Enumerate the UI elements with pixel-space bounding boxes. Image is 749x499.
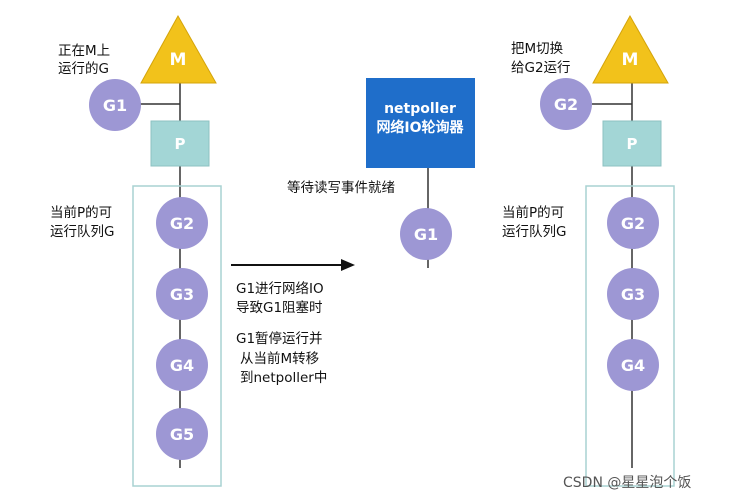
right-queue-g2: [607, 197, 659, 249]
left-running-caption-1: 正在M上: [58, 43, 110, 59]
right-m-label: M: [622, 50, 639, 70]
left-queue-box: [132, 185, 222, 487]
left-queue-g3: [156, 268, 208, 320]
arrow-caption-2-line-3: 到netpoller中: [240, 370, 327, 386]
left-scheduler: M G1 正在M上 运行的G P 当前P的可 运行队列G G2 G3 G4 G5: [50, 14, 222, 487]
left-p-box: [150, 120, 210, 167]
left-running-g1-label: G1: [103, 96, 127, 115]
left-queue-g3-label: G3: [170, 285, 194, 304]
right-queue-g4: [607, 339, 659, 391]
left-m-label: M: [170, 50, 187, 70]
arrow-caption-2-line-2: 从当前M转移: [240, 350, 319, 367]
netpoller-waiting-g1: [400, 208, 452, 260]
right-switch-caption-1: 把M切换: [511, 41, 564, 57]
netpoller-wait-caption: 等待读写事件就绪: [287, 179, 395, 196]
arrow-caption-1-line-1: G1进行网络IO: [236, 281, 324, 297]
netpoller-box: [366, 78, 475, 168]
left-queue-g4: [156, 339, 208, 391]
right-scheduler: M 把M切换 给G2运行 G2 P 当前P的可 运行队列G G2 G3 G4: [502, 14, 675, 487]
middle-netpoller: netpoller 网络IO轮询器 等待读写事件就绪 G1 G1进行网络IO 导…: [231, 78, 475, 386]
right-queue-g3-label: G3: [621, 285, 645, 304]
netpoller-label-1: netpoller: [384, 101, 456, 117]
transfer-arrow-head: [341, 259, 355, 271]
left-queue-g5: [156, 408, 208, 460]
left-queue-caption-1: 当前P的可: [50, 204, 112, 221]
right-queue-box: [585, 185, 675, 487]
right-running-g2: [540, 78, 592, 130]
csdn-watermark: CSDN @星星泡个饭: [563, 475, 691, 491]
right-queue-caption-1: 当前P的可: [502, 204, 564, 221]
left-m-triangle: [140, 14, 217, 84]
arrow-caption-1-line-2: 导致G1阻塞时: [236, 299, 323, 316]
left-queue-caption-2: 运行队列G: [50, 224, 114, 240]
netpoller-label-2: 网络IO轮询器: [376, 119, 464, 136]
netpoller-waiting-g1-label: G1: [414, 225, 438, 244]
left-running-g1: [89, 79, 141, 131]
left-running-caption-2: 运行的G: [58, 61, 109, 77]
left-queue-g4-label: G4: [170, 356, 194, 375]
right-p-box: [602, 120, 662, 167]
right-running-g2-label: G2: [554, 95, 578, 114]
right-queue-g3: [607, 268, 659, 320]
left-queue-g5-label: G5: [170, 425, 194, 444]
left-queue-g2: [156, 197, 208, 249]
right-queue-g2-label: G2: [621, 214, 645, 233]
right-queue-caption-2: 运行队列G: [502, 224, 566, 240]
left-queue-g2-label: G2: [170, 214, 194, 233]
right-m-triangle: [592, 14, 669, 84]
right-switch-caption-2: 给G2运行: [511, 60, 571, 76]
left-p-label: P: [175, 135, 186, 153]
right-queue-g4-label: G4: [621, 356, 645, 375]
right-p-label: P: [627, 135, 638, 153]
arrow-caption-2-line-1: G1暂停运行并: [236, 330, 323, 347]
